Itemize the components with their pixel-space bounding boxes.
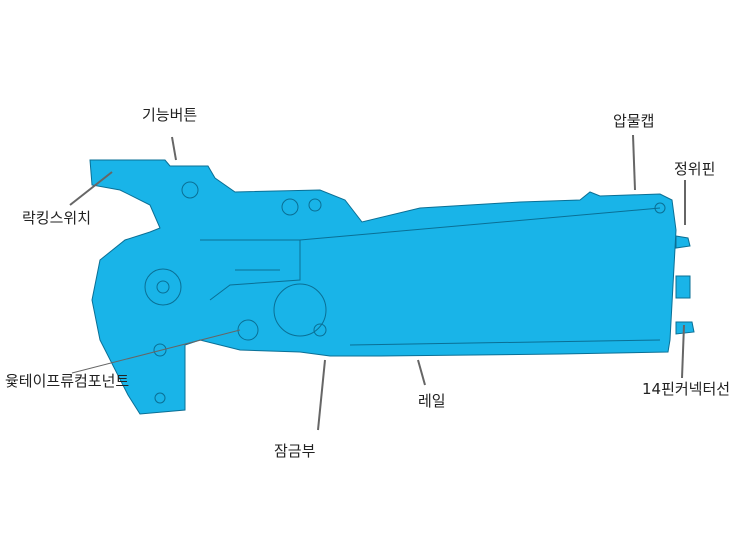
label-rail: 레일 bbox=[418, 392, 446, 410]
label-function-button: 기능버튼 bbox=[142, 106, 198, 124]
label-connector-cable: 14핀커넥터선 bbox=[642, 380, 731, 398]
label-positioning-pin: 정위핀 bbox=[674, 160, 716, 178]
label-lock-part: 잠금부 bbox=[274, 442, 316, 460]
feeder-body bbox=[89, 159, 695, 415]
feeder-details bbox=[144, 181, 666, 404]
label-pressure-cap: 압물캡 bbox=[613, 112, 655, 130]
label-locking-switch: 락킹스위치 bbox=[22, 209, 92, 227]
leader-lines bbox=[69, 134, 686, 431]
label-tape-component: 윷테이프류컴포넌트 bbox=[5, 372, 130, 390]
